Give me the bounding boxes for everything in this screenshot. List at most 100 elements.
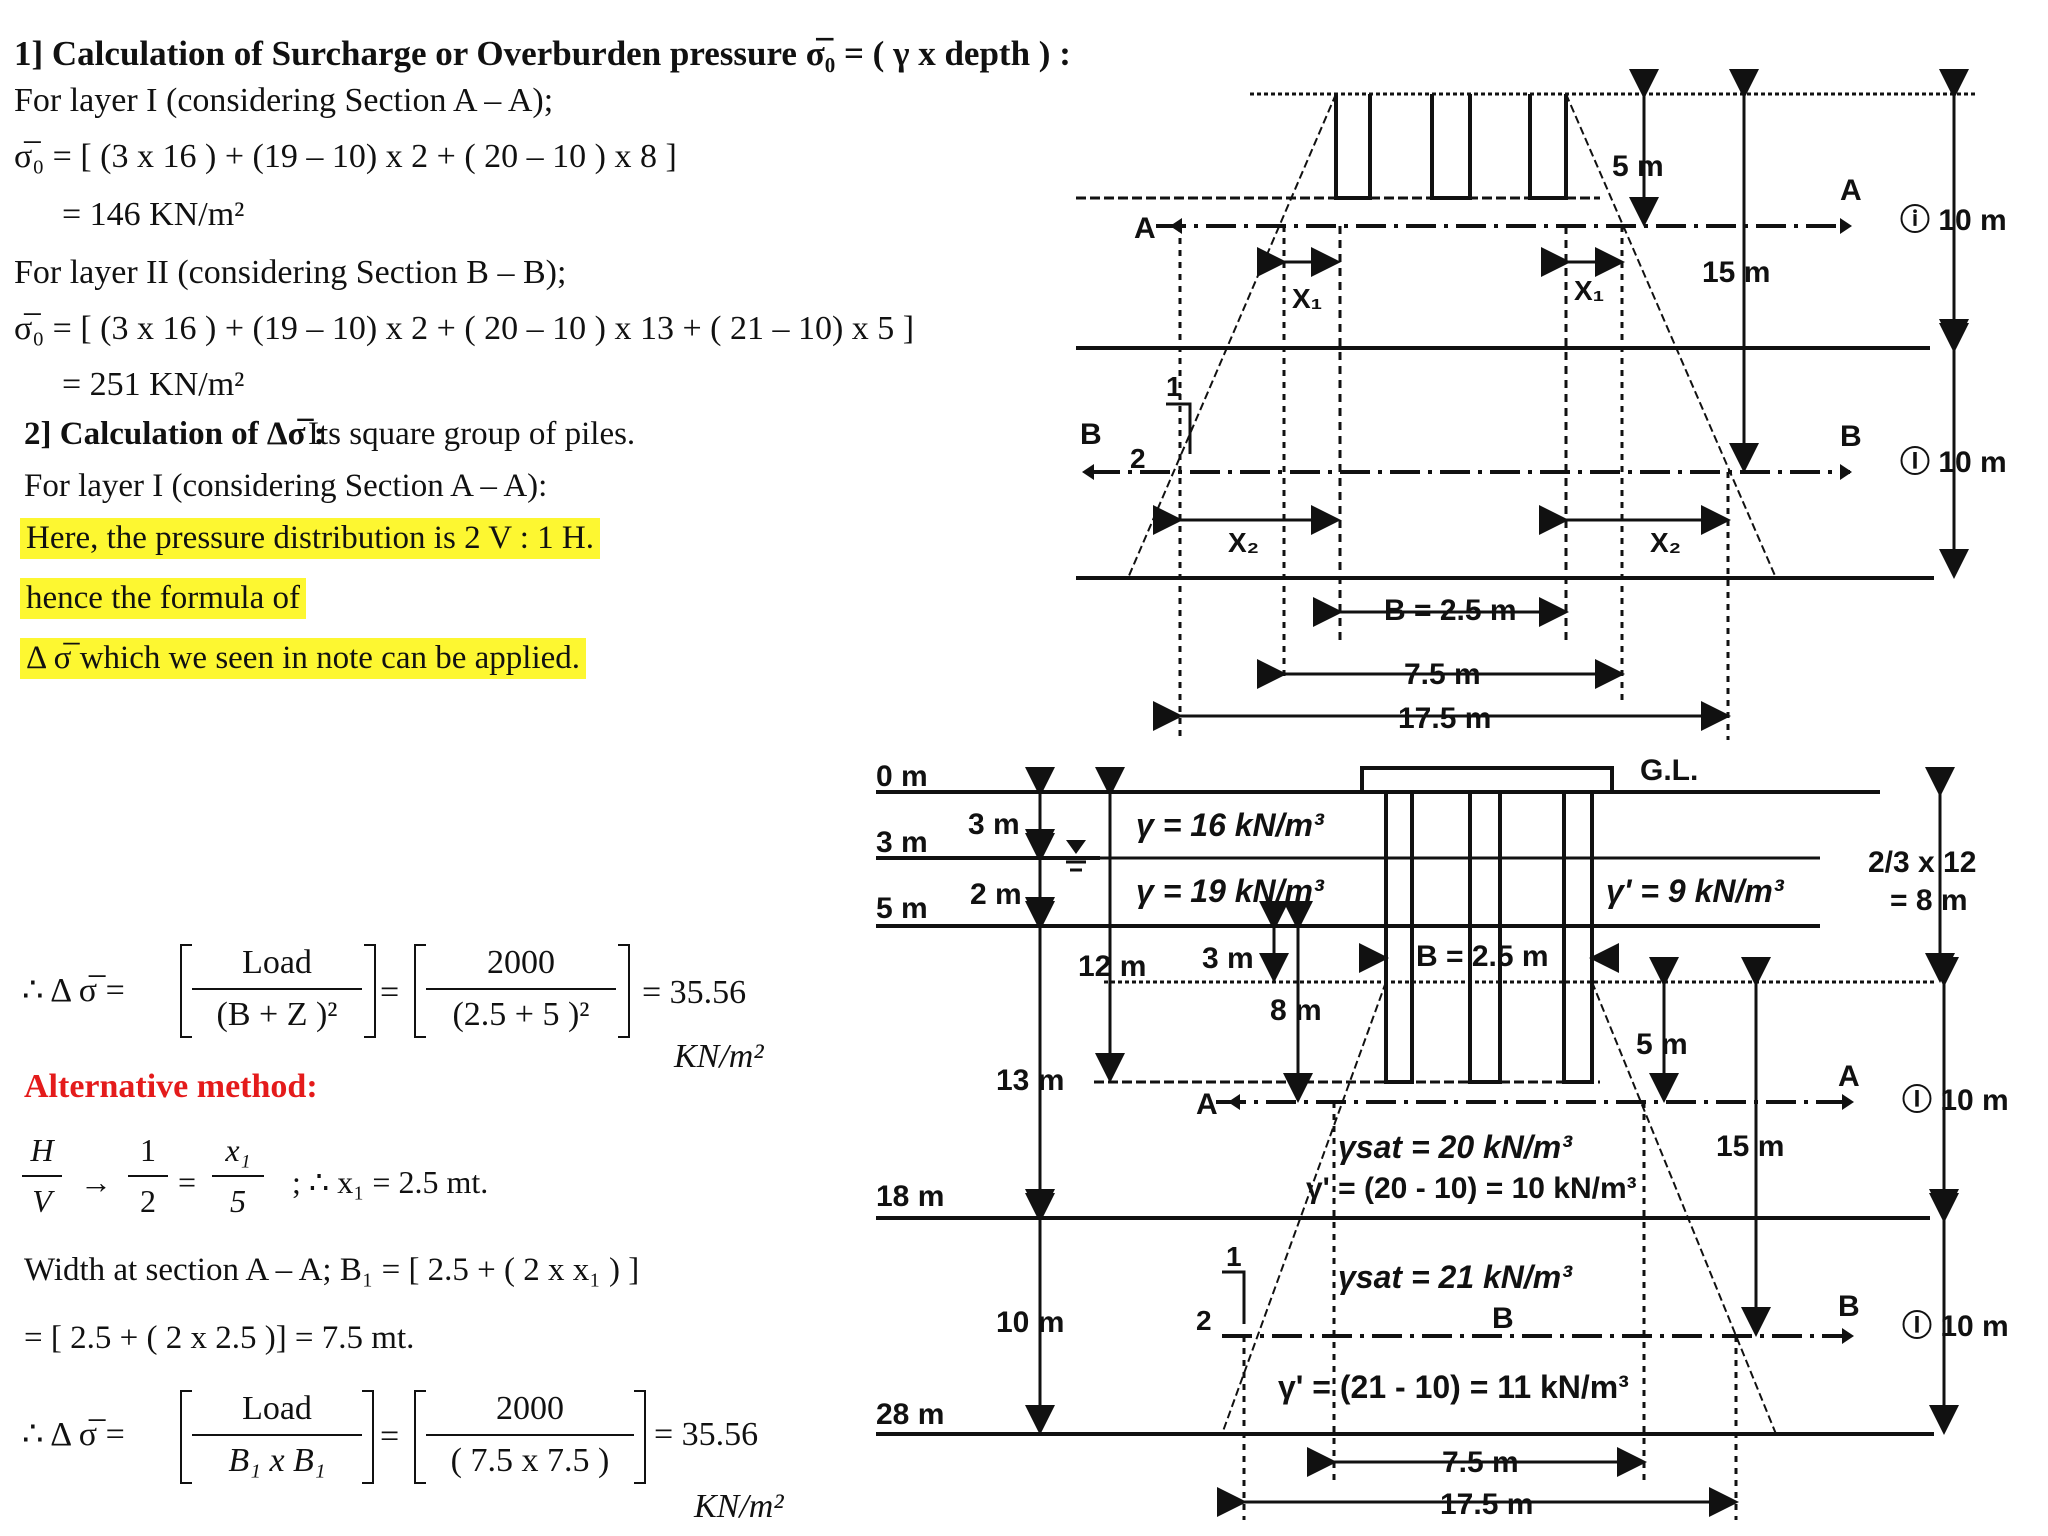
top-15m-label: 15 m [1702, 256, 1770, 289]
top-left-diagonal [1127, 93, 1337, 579]
thick-2m: 2 m [970, 878, 1022, 911]
top-diagram: 5 m 15 m X₁ X₁ X₂ X₂ 1 2 A A B B ⓘ 10 m … [1076, 69, 2007, 740]
bottom-5m-label: 5 m [1636, 1028, 1688, 1061]
gamma-prime-9: γ' = 9 kN/m³ [1606, 873, 1785, 909]
thick-10m: 10 m [996, 1306, 1064, 1339]
depth-28m: 28 m [876, 1398, 944, 1431]
formula1-lead: ∴ Δ σ̅ = [22, 972, 125, 1009]
top-pile-3 [1528, 94, 1568, 200]
top-right-diagonal [1565, 93, 1777, 579]
top-slope-2: 2 [1130, 443, 1146, 474]
half-fraction: 1 2 [128, 1132, 168, 1220]
formula2-fraction-2: 2000 ( 7.5 x 7.5 ) [426, 1390, 634, 1480]
bottom-marker-b-right [1842, 1328, 1854, 1344]
top-x2-left-label: X₂ [1228, 527, 1259, 558]
top-marker-b-left [1082, 464, 1094, 480]
bottom-label-a-right: A [1838, 1060, 1860, 1093]
bottom-pile-cap [1360, 766, 1614, 794]
depth-3m: 3 m [876, 826, 928, 859]
top-marker-a-right [1840, 218, 1852, 234]
bottom-b-label: B = 2.5 m [1416, 940, 1549, 973]
eight-m-label: = 8 m [1890, 884, 1968, 917]
formula2-denominator-2: ( 7.5 x 7.5 ) [426, 1434, 634, 1480]
top-x2-right-label: X₂ [1650, 527, 1681, 558]
alternative-method-heading: Alternative method: [24, 1068, 318, 1105]
x1-denominator: 5 [212, 1175, 264, 1220]
formula2-bracket-open-1 [180, 1390, 192, 1484]
depth-0m: 0 m [876, 760, 928, 793]
bottom-slope-triangle [1222, 1270, 1246, 1324]
formula2-numerator-2: 2000 [496, 1390, 564, 1427]
two-thirds-label: 2/3 x 12 [1868, 846, 1976, 879]
highlight-line-3: Δ σ̅ which we seen in note can be applie… [20, 638, 587, 679]
top-b-label: B = 2.5 m [1384, 594, 1517, 627]
x1-fraction: x₁ 5 [212, 1132, 264, 1220]
formula1-unit: KN/m² [674, 1038, 764, 1075]
thick-3m-b: 3 m [1202, 942, 1254, 975]
bottom-slope-1: 1 [1226, 1241, 1242, 1272]
layer1-label: For layer I (considering Section A – A); [14, 82, 554, 119]
bottom-marker-a-right [1842, 1094, 1854, 1110]
gamma-prime-11: γ' = (21 - 10) = 11 kN/m³ [1278, 1369, 1629, 1405]
formula1-denominator-1: (B + Z )² [192, 988, 362, 1034]
bottom-15m-label: 15 m [1716, 1130, 1784, 1163]
hv-fraction: H V [22, 1132, 62, 1220]
top-75-label: 7.5 m [1404, 658, 1481, 691]
bottom-pile-2 [1468, 792, 1502, 1084]
formula2-result: = 35.56 [654, 1416, 759, 1453]
formula1-numerator-1: Load [242, 944, 312, 981]
gamma-16: γ = 16 kN/m³ [1136, 807, 1325, 843]
bottom-left-diagonal [1221, 981, 1387, 1435]
top-pile-2 [1430, 94, 1472, 200]
formula2-bracket-close-1 [362, 1390, 374, 1484]
half-denominator: 2 [128, 1175, 168, 1220]
gamma-prime-10: γ' = (20 - 10) = 10 kN/m³ [1306, 1172, 1637, 1205]
bottom-label-b-right: B [1838, 1290, 1860, 1323]
top-layer2-label: Ⓘ 10 m [1900, 446, 2007, 479]
formula1-bracket-open-2 [414, 944, 426, 1038]
formula2-fraction-1: Load B₁ x B₁ [192, 1390, 362, 1480]
section1-heading: 1] Calculation of Surcharge or Overburde… [14, 34, 1071, 73]
water-table-icon [1066, 840, 1086, 854]
formula1-numerator-2: 2000 [487, 944, 555, 981]
ground-level-label: G.L. [1640, 754, 1698, 787]
top-label-b-left: B [1080, 418, 1102, 451]
thick-3m: 3 m [968, 808, 1020, 841]
bottom-label-a-left: A [1196, 1088, 1218, 1121]
section2-heading: 2] Calculation of Δσ̅ : [24, 416, 325, 452]
formula2-bracket-close-2 [634, 1390, 646, 1484]
bottom-75-label: 7.5 m [1442, 1446, 1519, 1479]
top-label-b-right: B [1840, 420, 1862, 453]
depth-13m: 13 m [996, 1064, 1064, 1097]
depth-18m: 18 m [876, 1180, 944, 1213]
formula2-unit: KN/m² [694, 1488, 784, 1525]
section2-tail: Its square group of piles. [308, 416, 636, 452]
top-slope-triangle [1166, 402, 1192, 454]
layer1-equation: σ̅₀ = [ (3 x 16 ) + (19 – 10) x 2 + ( 20… [14, 138, 677, 175]
top-marker-b-right [1840, 464, 1852, 480]
ratio-equals: = [178, 1164, 197, 1200]
bottom-175-label: 17.5 m [1440, 1488, 1533, 1521]
highlight-line-2: hence the formula of [20, 578, 306, 619]
layer1-result: = 146 KN/m² [62, 196, 245, 233]
gamma-19: γ = 19 kN/m³ [1136, 873, 1325, 909]
top-175-label: 17.5 m [1398, 702, 1491, 735]
gamma-sat-21: γsat = 21 kN/m³ [1338, 1259, 1573, 1295]
bottom-right-diagonal [1591, 981, 1777, 1435]
x1-numerator: x₁ [225, 1132, 251, 1168]
thick-12m: 12 m [1078, 950, 1146, 983]
bottom-layer1-label: Ⓘ 10 m [1902, 1084, 2009, 1117]
highlight-line-1: Here, the pressure distribution is 2 V :… [20, 518, 600, 559]
formula1-result: = 35.56 [642, 974, 747, 1011]
width-line: Width at section A – A; B₁ = [ 2.5 + ( 2… [24, 1252, 640, 1288]
bottom-pile-1 [1384, 792, 1414, 1084]
formula1-fraction-1: Load (B + Z )² [192, 944, 362, 1034]
formula2-denominator-1: B₁ x B₁ [192, 1434, 362, 1480]
formula1-bracket-open-1 [180, 944, 192, 1038]
top-layer1-label: ⓘ 10 m [1900, 204, 2007, 237]
half-numerator: 1 [140, 1132, 156, 1168]
depth-5m: 5 m [876, 892, 928, 925]
arrow-symbol: → [80, 1164, 112, 1200]
bottom-pile-3 [1562, 792, 1594, 1084]
